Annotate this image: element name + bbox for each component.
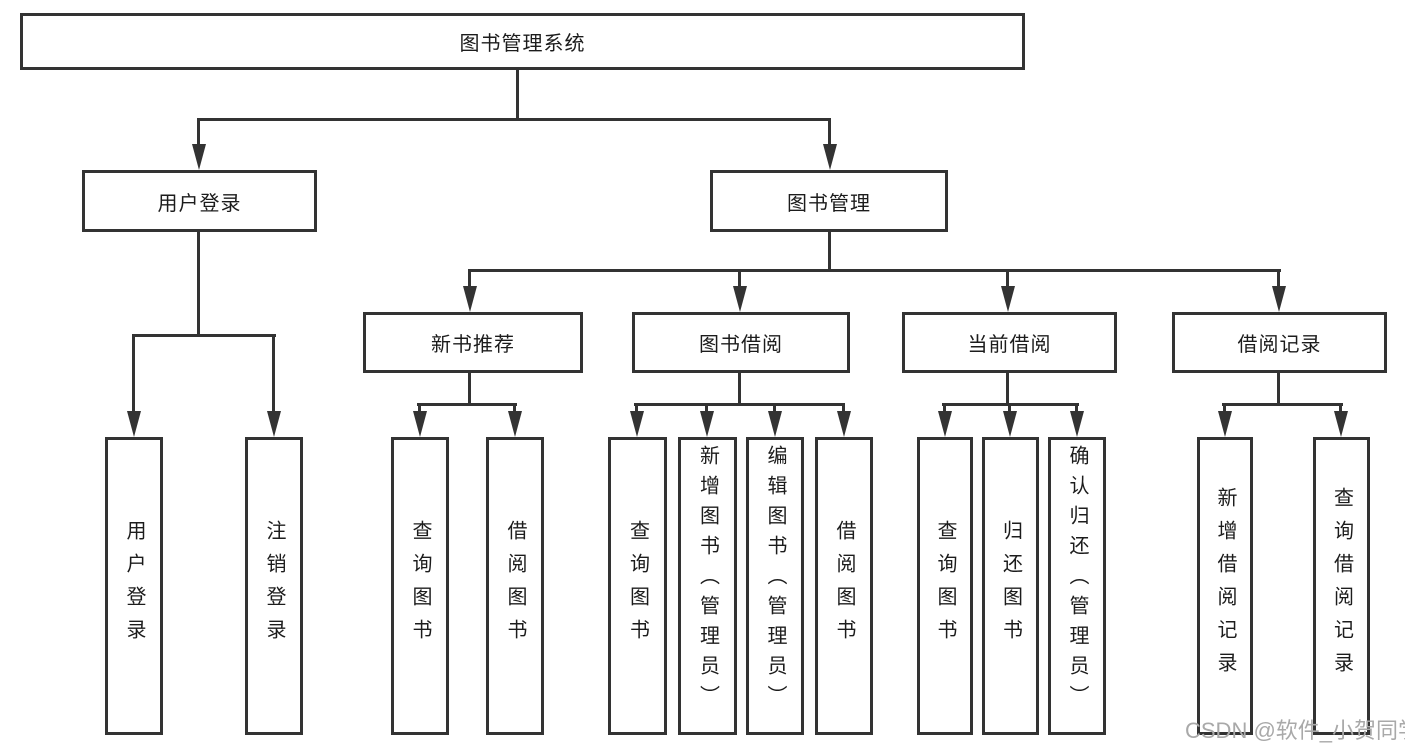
connector-root-stem (516, 70, 519, 120)
leaf-add-borrow-record-label: 新增借阅记录 (1214, 487, 1236, 685)
connector-drop-new-book-recommend (468, 269, 471, 291)
connector-borrowing-records-stem (1277, 373, 1280, 406)
leaf-query-books-3-label: 查询图书 (934, 520, 956, 652)
connector-drop-book-management (828, 118, 831, 148)
arrow-down-icon (1070, 411, 1084, 437)
leaf-logout-label: 注销登录 (263, 520, 285, 652)
leaf-query-borrow-record-label: 查询借阅记录 (1330, 487, 1353, 685)
arrow-down-icon (127, 411, 141, 437)
leaf-return-books-label: 归还图书 (999, 520, 1022, 652)
connector-drop-leaf-user-login (132, 334, 135, 414)
connector-drop-return-books (1008, 403, 1011, 415)
leaf-query-books-3: 查询图书 (917, 437, 973, 735)
arrow-down-icon (192, 144, 206, 170)
arrow-down-icon (1334, 411, 1348, 437)
connector-new-book-recommend-rail (417, 403, 517, 406)
leaf-user-login-label: 用户登录 (123, 520, 145, 652)
node-book-borrowing-label: 图书借阅 (699, 334, 783, 356)
leaf-borrow-books-1: 借阅图书 (486, 437, 544, 735)
connector-book-borrowing-stem (738, 373, 741, 406)
node-book-borrowing: 图书借阅 (632, 312, 850, 373)
leaf-confirm-return: 确认归还（管理员） (1048, 437, 1106, 735)
arrow-down-icon (700, 411, 714, 437)
leaf-query-books-1: 查询图书 (391, 437, 449, 735)
leaf-query-books-2: 查询图书 (608, 437, 667, 735)
connector-drop-query-books-1 (418, 403, 421, 415)
connector-drop-borrow-books-1 (513, 403, 516, 415)
node-new-book-recommend-label: 新书推荐 (431, 334, 515, 356)
connector-drop-edit-books (773, 403, 776, 415)
arrow-down-icon (463, 286, 477, 312)
leaf-query-books-1-label: 查询图书 (409, 520, 431, 652)
leaf-user-login: 用户登录 (105, 437, 163, 735)
node-current-borrowing: 当前借阅 (902, 312, 1117, 373)
arrow-down-icon (508, 411, 522, 437)
arrow-down-icon (1218, 411, 1232, 437)
node-book-management-label: 图书管理 (787, 192, 871, 215)
arrow-down-icon (267, 411, 281, 437)
connector-drop-confirm-return (1075, 403, 1078, 415)
leaf-add-borrow-record: 新增借阅记录 (1197, 437, 1253, 735)
arrow-down-icon (630, 411, 644, 437)
connector-level2-rail (197, 118, 831, 121)
leaf-confirm-return-label: 确认归还（管理员） (1066, 445, 1088, 715)
connector-drop-add-borrow-record (1223, 403, 1226, 415)
connector-user-login-stem (197, 232, 200, 336)
connector-drop-add-books (705, 403, 708, 415)
leaf-borrow-books-1-label: 借阅图书 (504, 520, 526, 652)
leaf-edit-books: 编辑图书（管理员） (746, 437, 804, 735)
connector-user-login-rail (132, 334, 276, 337)
node-user-login: 用户登录 (82, 170, 317, 232)
node-borrowing-records-label: 借阅记录 (1237, 334, 1322, 356)
leaf-borrow-books-2-label: 借阅图书 (833, 520, 855, 652)
connector-drop-leaf-logout (272, 334, 275, 414)
arrow-down-icon (1003, 411, 1017, 437)
arrow-down-icon (768, 411, 782, 437)
connector-drop-book-borrowing (738, 269, 741, 291)
connector-drop-current-borrowing (1006, 269, 1009, 291)
node-book-management: 图书管理 (710, 170, 948, 232)
node-new-book-recommend: 新书推荐 (363, 312, 583, 373)
arrow-down-icon (837, 411, 851, 437)
leaf-return-books: 归还图书 (982, 437, 1039, 735)
node-root: 图书管理系统 (20, 13, 1025, 70)
leaf-query-books-2-label: 查询图书 (626, 520, 649, 652)
connector-borrowing-records-rail (1222, 403, 1343, 406)
connector-drop-query-books-2 (635, 403, 638, 415)
leaf-borrow-books-2: 借阅图书 (815, 437, 873, 735)
arrow-down-icon (938, 411, 952, 437)
leaf-query-borrow-record: 查询借阅记录 (1313, 437, 1370, 735)
connector-drop-user-login (197, 118, 200, 148)
connector-level3-rail (468, 269, 1281, 272)
csdn-watermark: CSDN @软件_小贺同学 (1185, 718, 1405, 743)
connector-drop-query-borrow-record (1339, 403, 1342, 415)
leaf-logout: 注销登录 (245, 437, 303, 735)
connector-book-management-stem (828, 232, 831, 272)
arrow-down-icon (733, 286, 747, 312)
connector-current-borrowing-stem (1006, 373, 1009, 406)
node-user-login-label: 用户登录 (157, 192, 242, 215)
node-root-label: 图书管理系统 (459, 33, 586, 55)
connector-drop-borrow-books-2 (842, 403, 845, 415)
connector-new-book-recommend-stem (468, 373, 471, 406)
leaf-edit-books-label: 编辑图书（管理员） (764, 445, 786, 715)
node-current-borrowing-label: 当前借阅 (967, 334, 1052, 356)
arrow-down-icon (1001, 286, 1015, 312)
connector-drop-borrowing-records (1277, 269, 1280, 291)
arrow-down-icon (1272, 286, 1286, 312)
leaf-add-books: 新增图书（管理员） (678, 437, 737, 735)
arrow-down-icon (413, 411, 427, 437)
leaf-add-books-label: 新增图书（管理员） (696, 445, 719, 715)
connector-book-borrowing-rail (634, 403, 845, 406)
node-borrowing-records: 借阅记录 (1172, 312, 1387, 373)
connector-drop-query-books-3 (943, 403, 946, 415)
arrow-down-icon (823, 144, 837, 170)
